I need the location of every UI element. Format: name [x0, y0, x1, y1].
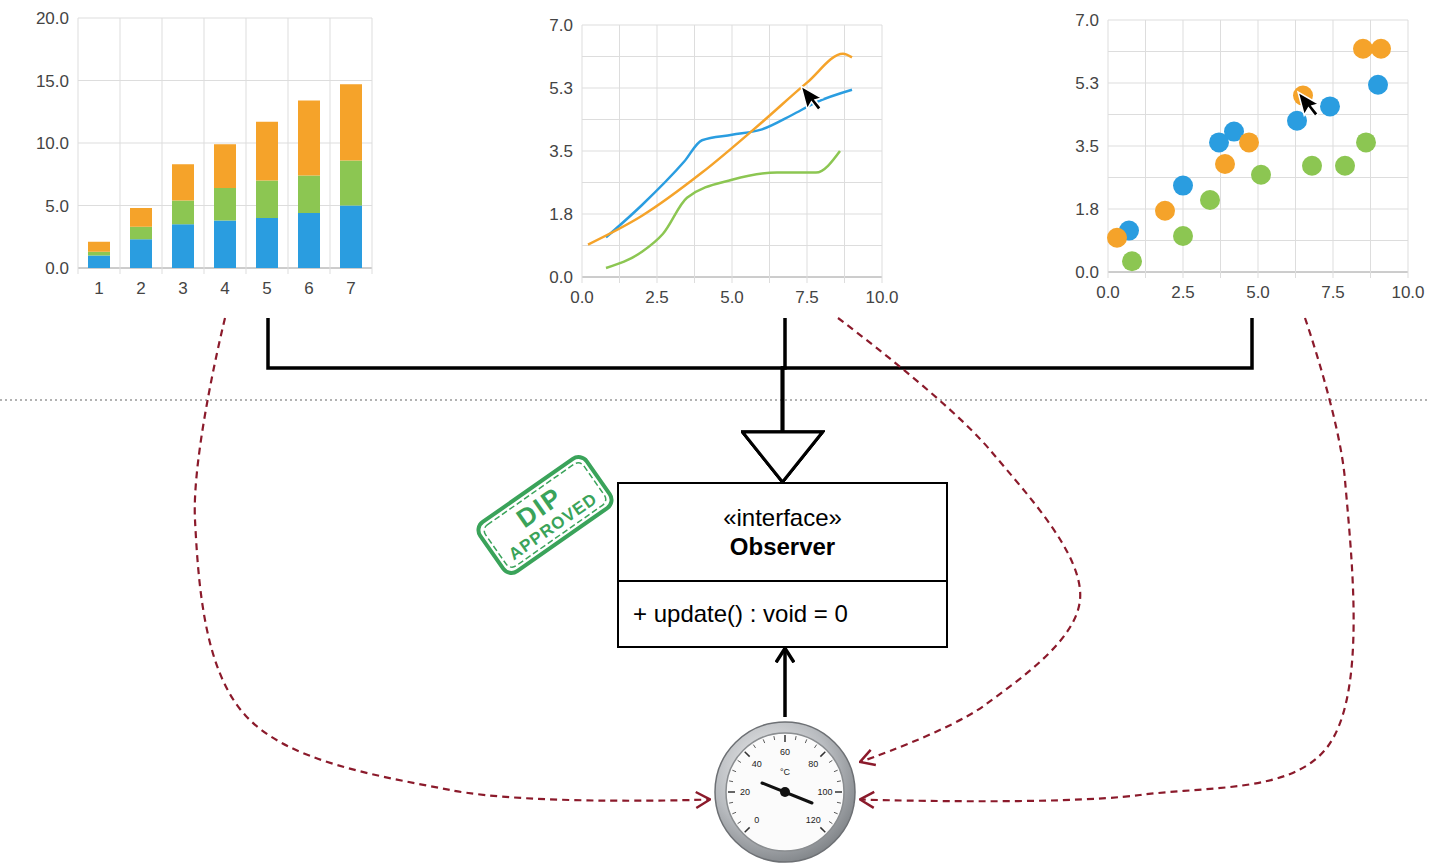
- axis-tick: 10.0: [36, 135, 69, 152]
- axis-tick: 7: [346, 280, 355, 297]
- dial-number: 0: [754, 816, 759, 825]
- stereotype: «interface»: [629, 504, 936, 533]
- dial-number: 120: [806, 816, 821, 825]
- axis-tick: 0.0: [549, 269, 573, 286]
- thermometer-icon: 0 20 40 60 80 100 120 °C: [710, 717, 860, 867]
- inheritance-connector: [783, 318, 1253, 482]
- axis-tick: 10.0: [1391, 284, 1424, 301]
- axis-tick: 5.0: [1246, 284, 1270, 301]
- axis-tick: 5.3: [549, 80, 573, 97]
- bar-chart: 20.0 15.0 10.0 5.0 0.0 1 2 3 4 5 6 7: [0, 0, 385, 318]
- line-series: [588, 54, 852, 245]
- axis-tick: 7.0: [1075, 12, 1099, 29]
- axis-tick: 2.5: [1171, 284, 1195, 301]
- inheritance-connector: [783, 318, 786, 482]
- axis-tick: 0.0: [45, 260, 69, 277]
- approval-stamp: [475, 453, 616, 577]
- line-chart: 7.0 5.3 3.5 1.8 0.0 0.0 2.5 5.0 7.5 10.0: [520, 0, 900, 318]
- dial-number: 20: [740, 788, 750, 797]
- mouse-cursor: [801, 82, 825, 113]
- axis-tick: 3.5: [1075, 138, 1099, 155]
- axis-tick: 7.5: [795, 289, 819, 306]
- axis-tick: 0.0: [570, 289, 594, 306]
- bar-series: [88, 84, 362, 268]
- method-signature: + update() : void = 0: [633, 600, 932, 629]
- axis-tick: 0.0: [1096, 284, 1120, 301]
- axis-tick: 6: [304, 280, 313, 297]
- axis-tick: 7.5: [1321, 284, 1345, 301]
- line-series: [606, 151, 840, 268]
- axis-tick: 2.5: [645, 289, 669, 306]
- inheritance-connector: [268, 318, 783, 482]
- scatter-points: [1107, 39, 1391, 271]
- mouse-cursor: [1298, 88, 1322, 119]
- axis-tick: 15.0: [36, 72, 69, 89]
- axis-tick: 5: [262, 280, 271, 297]
- dial-number: 80: [808, 759, 818, 768]
- thermometer-dial: [715, 722, 855, 862]
- chart-grid: [78, 18, 372, 274]
- axis-tick: 4: [220, 280, 229, 297]
- axis-tick: 5.0: [45, 197, 69, 214]
- axis-tick: 0.0: [1075, 264, 1099, 281]
- scatter-chart: 7.0 5.3 3.5 1.8 0.0 0.0 2.5 5.0 7.5 10.0: [1050, 0, 1425, 318]
- line-series: [606, 90, 852, 238]
- dial-number: 100: [817, 788, 832, 797]
- axis-tick: 5.3: [1075, 75, 1099, 92]
- dial-number: 60: [780, 748, 790, 757]
- axis-tick: 7.0: [549, 17, 573, 34]
- axis-tick: 1: [94, 280, 103, 297]
- axis-tick: 10.0: [865, 289, 898, 306]
- chart-grid: [582, 25, 882, 283]
- axis-tick: 2: [136, 280, 145, 297]
- axis-tick: 3.5: [549, 143, 573, 160]
- separator-line: [0, 399, 1430, 401]
- dial-unit: °C: [780, 768, 790, 777]
- association-connector: [783, 648, 787, 717]
- chart-grid: [1108, 20, 1408, 278]
- axis-tick: 1.8: [1075, 201, 1099, 218]
- class-name: Observer: [629, 533, 936, 562]
- axis-tick: 1.8: [549, 206, 573, 223]
- interface-box: «interface»Observer + update() : void = 0: [617, 482, 948, 648]
- axis-tick: 5.0: [720, 289, 744, 306]
- axis-tick: 20.0: [36, 10, 69, 27]
- axis-tick: 3: [178, 280, 187, 297]
- approval-stamp-text: DIPAPPROVED: [490, 467, 601, 563]
- dial-number: 40: [752, 759, 762, 768]
